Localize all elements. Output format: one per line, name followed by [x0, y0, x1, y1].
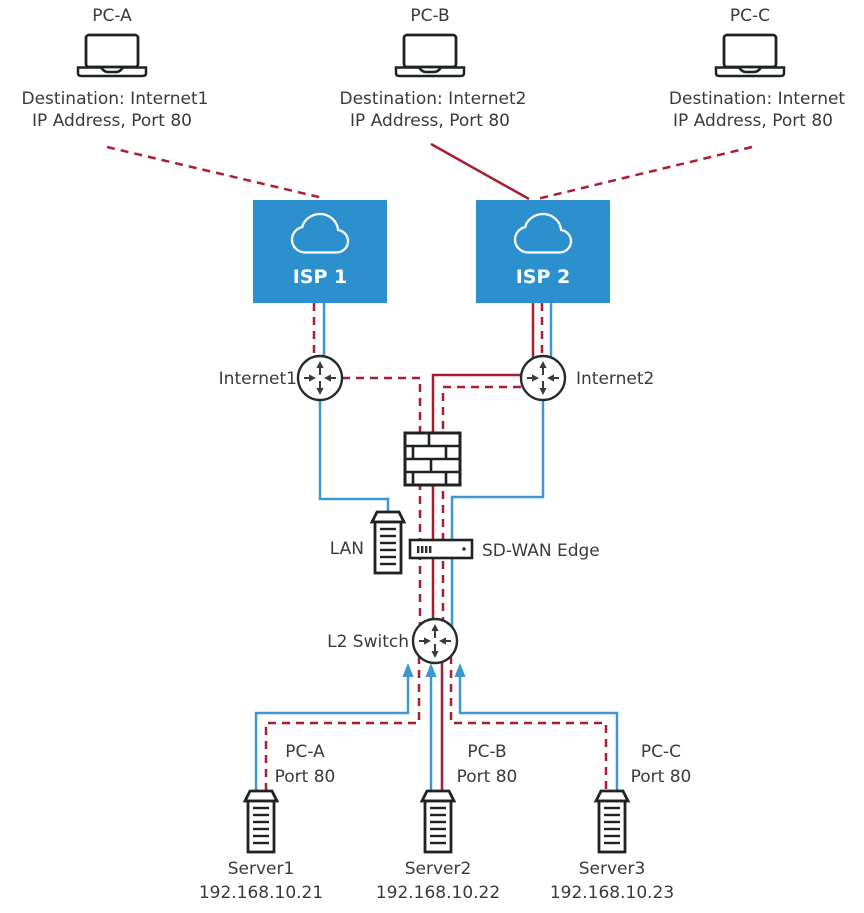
- pc-c-label: PC-C: [730, 6, 770, 26]
- pc-a-label: PC-A: [92, 6, 132, 26]
- server2-ip: 192.168.10.22: [376, 883, 500, 903]
- server-tower-icon: [420, 789, 456, 854]
- l2-switch-node: L2 Switch: [327, 617, 459, 665]
- l2-switch-label: L2 Switch: [327, 632, 409, 652]
- arrow-up-icon: [425, 663, 437, 677]
- arrow-up-icon: [454, 663, 466, 677]
- link-server3-to-switch-blue: [458, 676, 619, 790]
- pc-b-label: PC-B: [410, 6, 449, 26]
- laptop-icon: [394, 33, 466, 78]
- pc-b-node: PC-B Destination: Internet2 IP Address, …: [340, 6, 527, 131]
- link-internet1-to-lan-blue: [318, 396, 390, 516]
- firewall-node: [403, 431, 462, 487]
- pc-a-destination-line1: Destination: Internet1: [22, 89, 209, 109]
- arrow-up-icon: [402, 663, 414, 677]
- internet2-router-node: Internet2: [519, 354, 654, 402]
- isp1-node: ISP 1: [253, 200, 387, 303]
- server-tower-icon: [370, 510, 406, 575]
- route-switch-to-server3-dashed: [449, 656, 608, 790]
- pc-a-destination-line2: IP Address, Port 80: [32, 111, 192, 131]
- pc-b-destination-line2: IP Address, Port 80: [350, 111, 510, 131]
- internet1-label: Internet1: [219, 369, 297, 389]
- route-switch-to-server1-dashed: [264, 656, 421, 790]
- server1-label: Server1: [228, 859, 295, 879]
- route-internet1-to-switch-dashed: [342, 376, 422, 632]
- sdwan-edge-node: SD-WAN Edge: [408, 538, 600, 561]
- router-arrows-icon: [519, 354, 567, 402]
- pc-a-node: PC-A Destination: Internet1 IP Address, …: [22, 6, 209, 131]
- server2-label: Server2: [405, 859, 472, 879]
- laptop-icon: [714, 33, 786, 78]
- server3-ip: 192.168.10.23: [550, 883, 674, 903]
- pc-c-node: PC-C Destination: Internet IP Address, P…: [669, 6, 846, 131]
- route-internet2-to-switch-dashed: [441, 385, 521, 632]
- flow-pcb-label: PC-B: [467, 742, 506, 762]
- route-internet2-to-switch-solid: [431, 373, 521, 641]
- pc-c-destination-line1: Destination: Internet: [669, 89, 846, 109]
- lan-node: LAN: [330, 510, 406, 575]
- server-tower-icon: [594, 789, 630, 854]
- server1-ip: 192.168.10.21: [199, 883, 323, 903]
- isp1-label: ISP 1: [293, 266, 348, 288]
- link-server1-to-switch-blue: [254, 676, 410, 790]
- internet2-label: Internet2: [576, 369, 654, 389]
- link-internet2-to-switch-blue: [450, 396, 545, 628]
- server3-node: Server3 192.168.10.23: [550, 789, 674, 903]
- server1-node: Server1 192.168.10.21: [199, 789, 323, 903]
- rack-appliance-icon: [408, 538, 474, 560]
- internet1-router-node: Internet1: [219, 354, 344, 402]
- server2-node: Server2 192.168.10.22: [376, 789, 500, 903]
- sdwan-edge-label: SD-WAN Edge: [482, 541, 600, 561]
- firewall-brick-pattern: [405, 433, 460, 485]
- pc-b-destination-line1: Destination: Internet2: [340, 89, 527, 109]
- link-pca-to-isp1-dashed: [106, 145, 324, 200]
- router-arrows-icon: [296, 354, 344, 402]
- server3-label: Server3: [579, 859, 646, 879]
- pc-c-destination-line2: IP Address, Port 80: [673, 111, 833, 131]
- flow-pca-label: PC-A: [285, 742, 325, 762]
- server-tower-icon: [243, 789, 279, 854]
- isp2-node: ISP 2: [476, 200, 610, 303]
- link-pcc-to-isp2-dashed: [536, 145, 753, 201]
- flow-pcb-port: Port 80: [457, 767, 518, 787]
- laptop-icon: [76, 33, 148, 78]
- server-flow-labels: PC-A Port 80 PC-B Port 80 PC-C Port 80: [275, 742, 692, 787]
- flow-pca-port: Port 80: [275, 767, 336, 787]
- flow-pcc-port: Port 80: [631, 767, 692, 787]
- rack-appliance-detail: [417, 546, 466, 553]
- switch-arrows-icon: [411, 617, 459, 665]
- link-pcb-to-isp2-solid: [430, 142, 530, 201]
- lan-label: LAN: [330, 539, 364, 559]
- flow-pcc-label: PC-C: [641, 742, 681, 762]
- isp2-label: ISP 2: [516, 266, 571, 288]
